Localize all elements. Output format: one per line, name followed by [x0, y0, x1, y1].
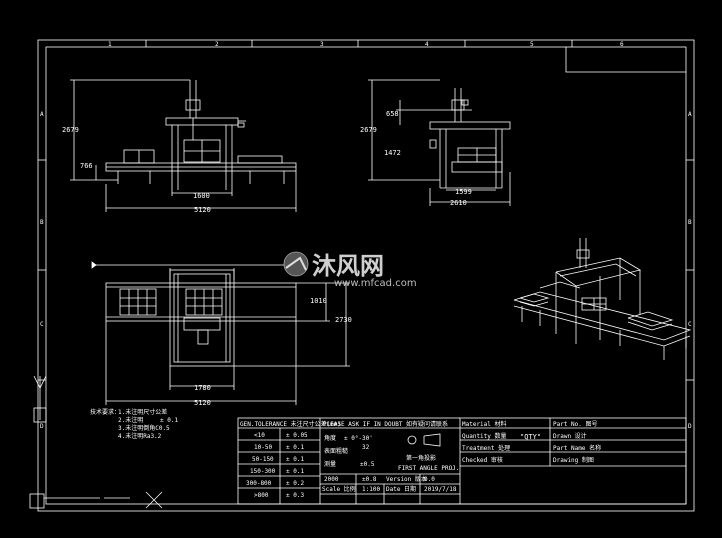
side-dim-1599: 1599	[455, 188, 472, 196]
svg-text:C: C	[688, 321, 692, 328]
top-dim-1010: 1010	[310, 297, 327, 305]
title-block-tol-rows-0-tol: ± 0.05	[286, 432, 308, 439]
side-dim-658: 658	[386, 110, 399, 118]
corner-box	[565, 47, 686, 73]
title-block-unit-a: 2000	[324, 476, 339, 483]
drawing-border-outer	[37, 39, 695, 512]
row-mark-b: B	[40, 219, 44, 226]
notes-line-2: 2.未注明	[118, 416, 143, 424]
title-block-scale-label: Scale 比例	[322, 485, 356, 493]
qty-value: "QTY"	[520, 433, 541, 441]
col-mark-1: 1	[108, 41, 112, 48]
title-block: GEN.TOLERANCE 未注尺寸公差(mm) <10 ± 0.05 10-50…	[237, 417, 687, 505]
title-block-version-label: Version 版本	[386, 475, 427, 483]
title-block-part-label: 测量	[324, 460, 336, 468]
title-block-tol-rows-0-range: <10	[254, 432, 265, 439]
title-block-checked-label: Checked 审核	[462, 456, 503, 464]
title-block-tol-rows-1-tol: ± 0.1	[286, 444, 304, 451]
side-dim-2610: 2610	[450, 199, 467, 207]
title-block-angle-label: 角度	[324, 434, 336, 442]
title-block-drawn-label: Drawn 设计	[553, 432, 587, 440]
front-dim-766: 766	[80, 162, 93, 170]
row-mark-a: A	[40, 111, 44, 118]
watermark: 沐风网 www.mfcad.com	[283, 251, 417, 289]
title-block-proj-val: ±0.5	[360, 461, 375, 468]
front-view: 2679 766 1600 5120	[62, 79, 297, 214]
watermark-brand: 沐风网	[312, 252, 384, 280]
front-dim-1600: 1600	[193, 192, 210, 200]
title-block-unit-b: ±0.8	[362, 476, 377, 483]
top-dim-5120: 5120	[194, 399, 211, 407]
title-block-drawing-label: Drawing 制图	[553, 456, 594, 464]
gen-tol-header: GEN.TOLERANCE 未注尺寸公差(mm)	[240, 420, 341, 428]
svg-text:D: D	[688, 423, 692, 430]
title-block-tol-rows-4-tol: ± 0.2	[286, 480, 304, 487]
title-block-treatment-label: Treatment 处理	[462, 444, 510, 452]
title-block-rough-val: 32	[362, 444, 370, 451]
title-block-tol-rows-5-range: >800	[254, 492, 269, 499]
side-dim-1472: 1472	[384, 149, 401, 157]
notes-line-3: 3.未注明倒角C0.5	[118, 424, 170, 432]
border-column-marks: 1 2 3 4 5 6	[108, 40, 624, 48]
title-block-tol-rows-2-tol: ± 0.1	[286, 456, 304, 463]
front-dim-5120: 5120	[194, 206, 211, 214]
title-block-proj-cn: 第一角投影	[406, 454, 436, 462]
title-block-tol-rows-2-range: 50-150	[252, 456, 274, 463]
notes-line-1: 1.未注明尺寸公差	[118, 408, 167, 416]
title-block-partno-label: Part No. 图号	[553, 421, 598, 428]
title-block-surface-label: 表面粗糙	[324, 447, 348, 455]
top-dim-2730: 2730	[335, 316, 352, 324]
title-block-date-label: Date 日期	[386, 485, 416, 493]
row-mark-d: D	[40, 423, 44, 430]
col-mark-5: 5	[530, 41, 534, 48]
please-ask: PLEASE ASK IF IN DOUBT	[323, 421, 403, 428]
side-view: 658 2679 1472 1599 2610	[360, 79, 511, 207]
watermark-url: www.mfcad.com	[334, 278, 417, 289]
col-mark-2: 2	[215, 41, 219, 48]
title-block-angle-val: ± 0°-30'	[344, 435, 373, 442]
title-block-tol-rows-4-range: 300-800	[246, 480, 272, 487]
front-dim-height: 2679	[62, 126, 79, 134]
title-block-material-label: Material 材料	[462, 420, 507, 428]
svg-text:B: B	[688, 219, 692, 226]
title-block-please-ask-cn: 如有疑问请联系	[406, 420, 448, 428]
title-block-version-val: 0.0	[424, 476, 435, 483]
col-mark-3: 3	[320, 41, 324, 48]
title-block-tol-rows-3-range: 150-300	[250, 468, 276, 475]
title-block-quantity-label: Quantity 数量	[462, 432, 507, 440]
notes-tol: ± 0.1	[160, 417, 178, 424]
top-dim-1780: 1780	[194, 384, 211, 392]
border-row-marks: A B C D A B C D	[38, 111, 694, 430]
title-block-scale-val: 1:100	[362, 486, 380, 493]
title-block-tol-rows-3-tol: ± 0.1	[286, 468, 304, 475]
title-block-partname-label: Part Name 名称	[553, 444, 601, 452]
side-dim-2679: 2679	[360, 126, 377, 134]
technical-notes: 技术要求： 1.未注明尺寸公差 2.未注明 ± 0.1 3.未注明倒角C0.5 …	[90, 408, 178, 440]
top-view: 1010 2730 1780 5120	[91, 261, 352, 407]
corner-symbols	[29, 375, 163, 509]
first-angle: FIRST ANGLE PROJ.	[398, 465, 459, 472]
notes-title: 技术要求：	[90, 408, 120, 416]
svg-text:A: A	[688, 111, 692, 118]
title-block-tol-rows-1-range: 10-50	[254, 444, 272, 451]
col-mark-4: 4	[425, 41, 429, 48]
title-block-date-val: 2019/7/18	[424, 486, 457, 493]
notes-line-4: 4.未注明Ra3.2	[118, 432, 162, 440]
isometric-view	[513, 238, 692, 360]
row-mark-c: C	[40, 321, 44, 328]
title-block-tol-rows-5-tol: ± 0.3	[286, 492, 304, 499]
col-mark-6: 6	[620, 41, 624, 48]
